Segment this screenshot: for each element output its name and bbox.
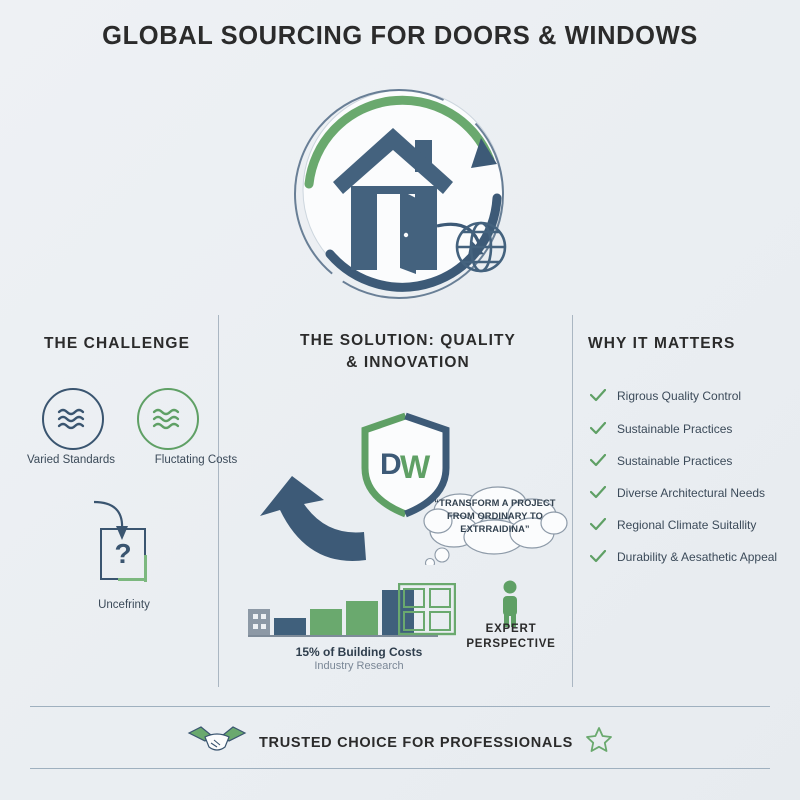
bar-4 xyxy=(346,601,378,635)
benefits-list: Rigrous Quality Control Sustainable Prac… xyxy=(589,388,795,581)
footer-text: TRUSTED CHOICE FOR PROFESSIONALS xyxy=(258,734,574,751)
list-item: Rigrous Quality Control xyxy=(589,388,795,407)
stat-source: Industry Research xyxy=(314,660,404,672)
footer-divider-bottom xyxy=(30,768,770,769)
footer: TRUSTED CHOICE FOR PROFESSIONALS xyxy=(0,723,800,762)
list-item: Regional Climate Suitallity xyxy=(589,517,795,536)
heading-why-it-matters: WHY IT MATTERS xyxy=(588,335,736,352)
expert-perspective-label: EXPERT PERSPECTIVE xyxy=(450,622,572,652)
question-mark-icon: ? xyxy=(114,538,132,569)
quote-line-3: EXTRRAIDINA” xyxy=(460,524,530,535)
arrow-head-top xyxy=(471,138,497,168)
window-svg xyxy=(397,582,457,636)
uncertainty-box-accent-right xyxy=(144,555,147,582)
bar-3 xyxy=(310,609,342,635)
check-icon xyxy=(589,421,608,440)
benefit-label: Sustainable Practices xyxy=(617,422,733,436)
shield-icon: D W xyxy=(358,412,453,518)
heading-solution-line2: & INNOVATION xyxy=(346,354,470,372)
check-icon xyxy=(589,485,608,504)
expert-label-line2: PERSPECTIVE xyxy=(466,638,556,651)
globe-icon xyxy=(455,221,507,273)
shield-svg: D W xyxy=(361,412,450,518)
waves-icon xyxy=(152,408,180,430)
circular-arrow-green xyxy=(304,95,495,189)
handshake-icon xyxy=(187,723,247,762)
label-varied-standards: Varied Standards xyxy=(26,454,115,466)
column-divider-right xyxy=(572,315,573,687)
column-divider-left xyxy=(218,315,219,687)
waves-icon xyxy=(57,408,85,430)
benefit-label: Durability & Aesathetic Appeal xyxy=(617,550,778,564)
footer-divider-top xyxy=(30,706,770,707)
baseline xyxy=(248,635,438,638)
list-item: Durability & Aesathetic Appeal xyxy=(589,549,795,568)
check-icon xyxy=(589,388,608,407)
bar-2 xyxy=(274,618,306,635)
challenge-icon-varied-standards xyxy=(42,388,104,450)
page-title: GLOBAL SOURCING FOR DOORS & WINDOWS xyxy=(102,22,698,50)
thought-bubble: “TRANSFORM A PROJECT FROM ORDINARY TO EX… xyxy=(420,485,570,569)
door-knob xyxy=(403,232,409,238)
building-icon xyxy=(248,609,270,635)
uncertainty-box-accent-bottom xyxy=(118,578,146,581)
hero-illustration xyxy=(285,78,525,308)
heading-the-solution: THE SOLUTION: QUALITY & INNOVATION xyxy=(248,330,568,375)
bar-chart xyxy=(248,585,438,638)
list-item: Diverse Architectural Needs xyxy=(589,485,795,504)
list-item: Sustainable Practices xyxy=(589,421,795,440)
handshake-svg xyxy=(187,726,247,751)
heading-solution-line1: THE SOLUTION: QUALITY xyxy=(300,332,516,349)
large-curved-up-arrow-icon xyxy=(252,440,382,575)
hero-svg xyxy=(293,89,507,299)
person-icon xyxy=(495,580,525,628)
bar-chart-svg xyxy=(248,590,438,638)
star-outline-icon xyxy=(585,726,613,759)
check-icon xyxy=(589,549,608,568)
benefit-label: Regional Climate Suitallity xyxy=(617,518,757,532)
quote-text: “TRANSFORM A PROJECT FROM ORDINARY TO EX… xyxy=(428,497,562,537)
heading-the-challenge: THE CHALLENGE xyxy=(43,335,191,352)
quote-line-2: FROM ORDINARY TO xyxy=(447,511,543,522)
check-icon xyxy=(589,453,608,472)
label-fluctating-costs: Fluctating Costs xyxy=(154,454,238,466)
shield-monogram-d: D xyxy=(380,448,402,481)
person-svg xyxy=(503,580,517,627)
circular-arrow-navy xyxy=(325,193,502,292)
benefit-label: Rigrous Quality Control xyxy=(617,389,742,403)
shield-monogram-w: W xyxy=(400,449,431,485)
quote-line-1: “TRANSFORM A PROJECT xyxy=(434,498,556,508)
uncertainty-box: ? xyxy=(100,528,146,580)
list-item: Sustainable Practices xyxy=(589,453,795,472)
benefit-label: Diverse Architectural Needs xyxy=(617,486,766,500)
stat-label: 15% of Building Costs xyxy=(295,645,423,659)
check-icon xyxy=(589,517,608,536)
thought-bubble-svg xyxy=(423,486,568,569)
open-door xyxy=(400,190,416,274)
big-arrow-svg xyxy=(260,476,366,561)
benefit-label: Sustainable Practices xyxy=(617,454,733,468)
star-svg xyxy=(586,727,612,752)
expert-label-line1: EXPERT xyxy=(485,623,537,635)
window-icon xyxy=(397,582,457,637)
label-uncertainty: Uncefrinty xyxy=(98,599,150,611)
inner-arrow xyxy=(436,222,482,247)
challenge-icon-fluctating-costs xyxy=(137,388,199,450)
